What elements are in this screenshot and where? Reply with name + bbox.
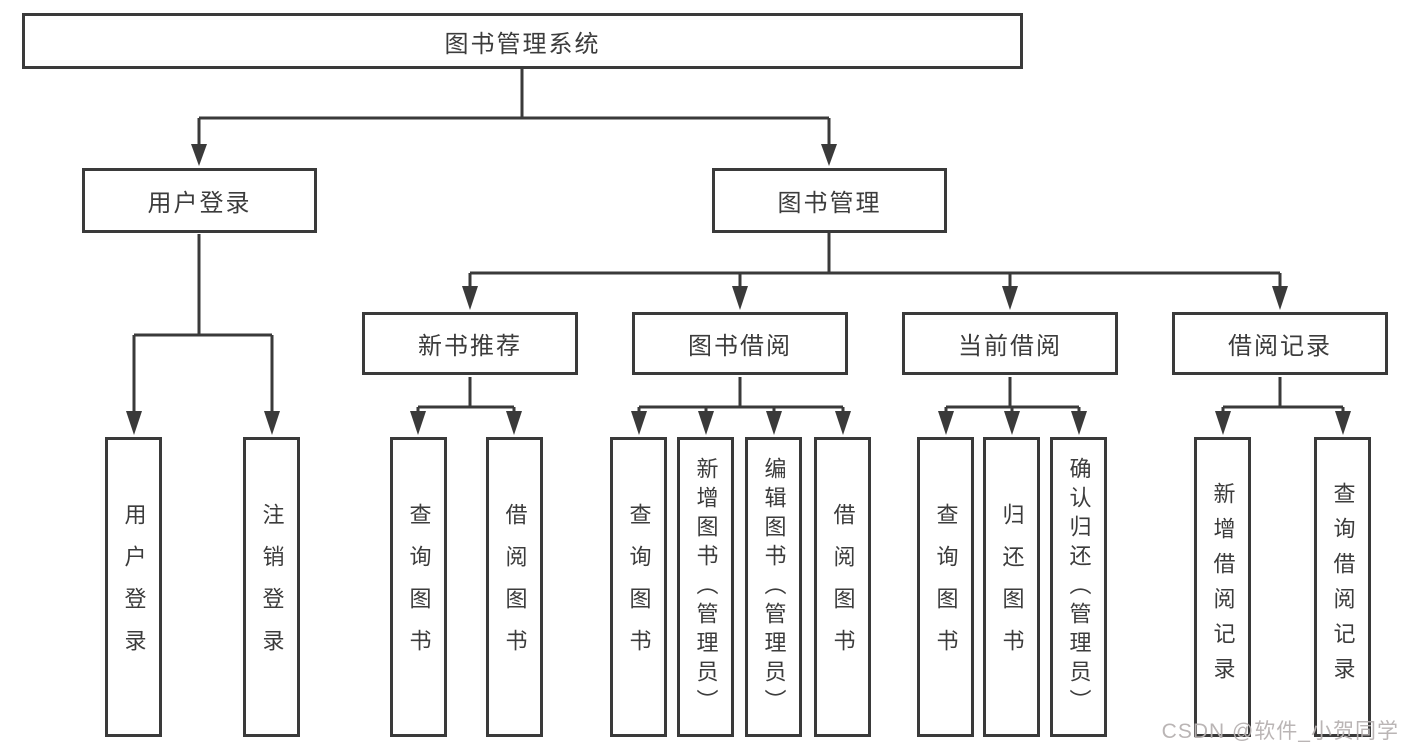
- node-book-borrow: 图书借阅: [632, 312, 848, 375]
- leaf-logout: 注销登录: [243, 437, 300, 737]
- leaf-user-login: 用户登录: [105, 437, 162, 737]
- leaf-label: 查询图书: [933, 503, 959, 671]
- node-library-management-system: 图书管理系统: [22, 13, 1023, 69]
- leaf-label: 用户登录: [121, 503, 147, 671]
- leaf-edit-book-admin: 编辑图书（管理员）: [745, 437, 802, 737]
- leaf-add-book-admin: 新增图书（管理员）: [677, 437, 734, 737]
- leaf-add-borrow-record: 新增借阅记录: [1194, 437, 1251, 737]
- node-label: 图书管理: [777, 190, 882, 217]
- leaf-query-borrow-record: 查询借阅记录: [1314, 437, 1371, 737]
- node-label: 图书管理系统: [444, 30, 601, 58]
- leaf-label: 注销登录: [259, 503, 285, 671]
- leaf-confirm-return-admin: 确认归还（管理员）: [1050, 437, 1107, 737]
- leaf-label: 归还图书: [999, 503, 1025, 671]
- leaf-label: 查询图书: [626, 503, 652, 671]
- leaf-label: 借阅图书: [502, 503, 528, 671]
- node-book-management: 图书管理: [712, 168, 947, 233]
- leaf-borrow-books-recommend: 借阅图书: [486, 437, 543, 737]
- leaf-label: 确认归还（管理员）: [1066, 456, 1092, 718]
- leaf-borrow-books-borrow: 借阅图书: [814, 437, 871, 737]
- node-label: 当前借阅: [958, 333, 1062, 360]
- leaf-label: 新增图书（管理员）: [693, 456, 719, 718]
- node-label: 借阅记录: [1228, 333, 1332, 360]
- node-label: 图书借阅: [688, 333, 792, 360]
- node-current-borrow: 当前借阅: [902, 312, 1118, 375]
- leaf-label: 新增借阅记录: [1210, 482, 1236, 692]
- node-borrow-records: 借阅记录: [1172, 312, 1388, 375]
- node-new-book-recommend: 新书推荐: [362, 312, 578, 375]
- node-label: 新书推荐: [418, 333, 522, 360]
- node-user-login: 用户登录: [82, 168, 317, 233]
- csdn-watermark: CSDN @软件_小贺同学: [1161, 720, 1399, 743]
- leaf-label: 查询借阅记录: [1330, 482, 1356, 692]
- leaf-label: 借阅图书: [830, 503, 856, 671]
- node-label: 用户登录: [147, 190, 252, 217]
- leaf-return-book: 归还图书: [983, 437, 1040, 737]
- leaf-query-books-current: 查询图书: [917, 437, 974, 737]
- leaf-label: 编辑图书（管理员）: [761, 456, 787, 718]
- leaf-query-books-borrow: 查询图书: [610, 437, 667, 737]
- leaf-query-books-recommend: 查询图书: [390, 437, 447, 737]
- leaf-label: 查询图书: [406, 503, 432, 671]
